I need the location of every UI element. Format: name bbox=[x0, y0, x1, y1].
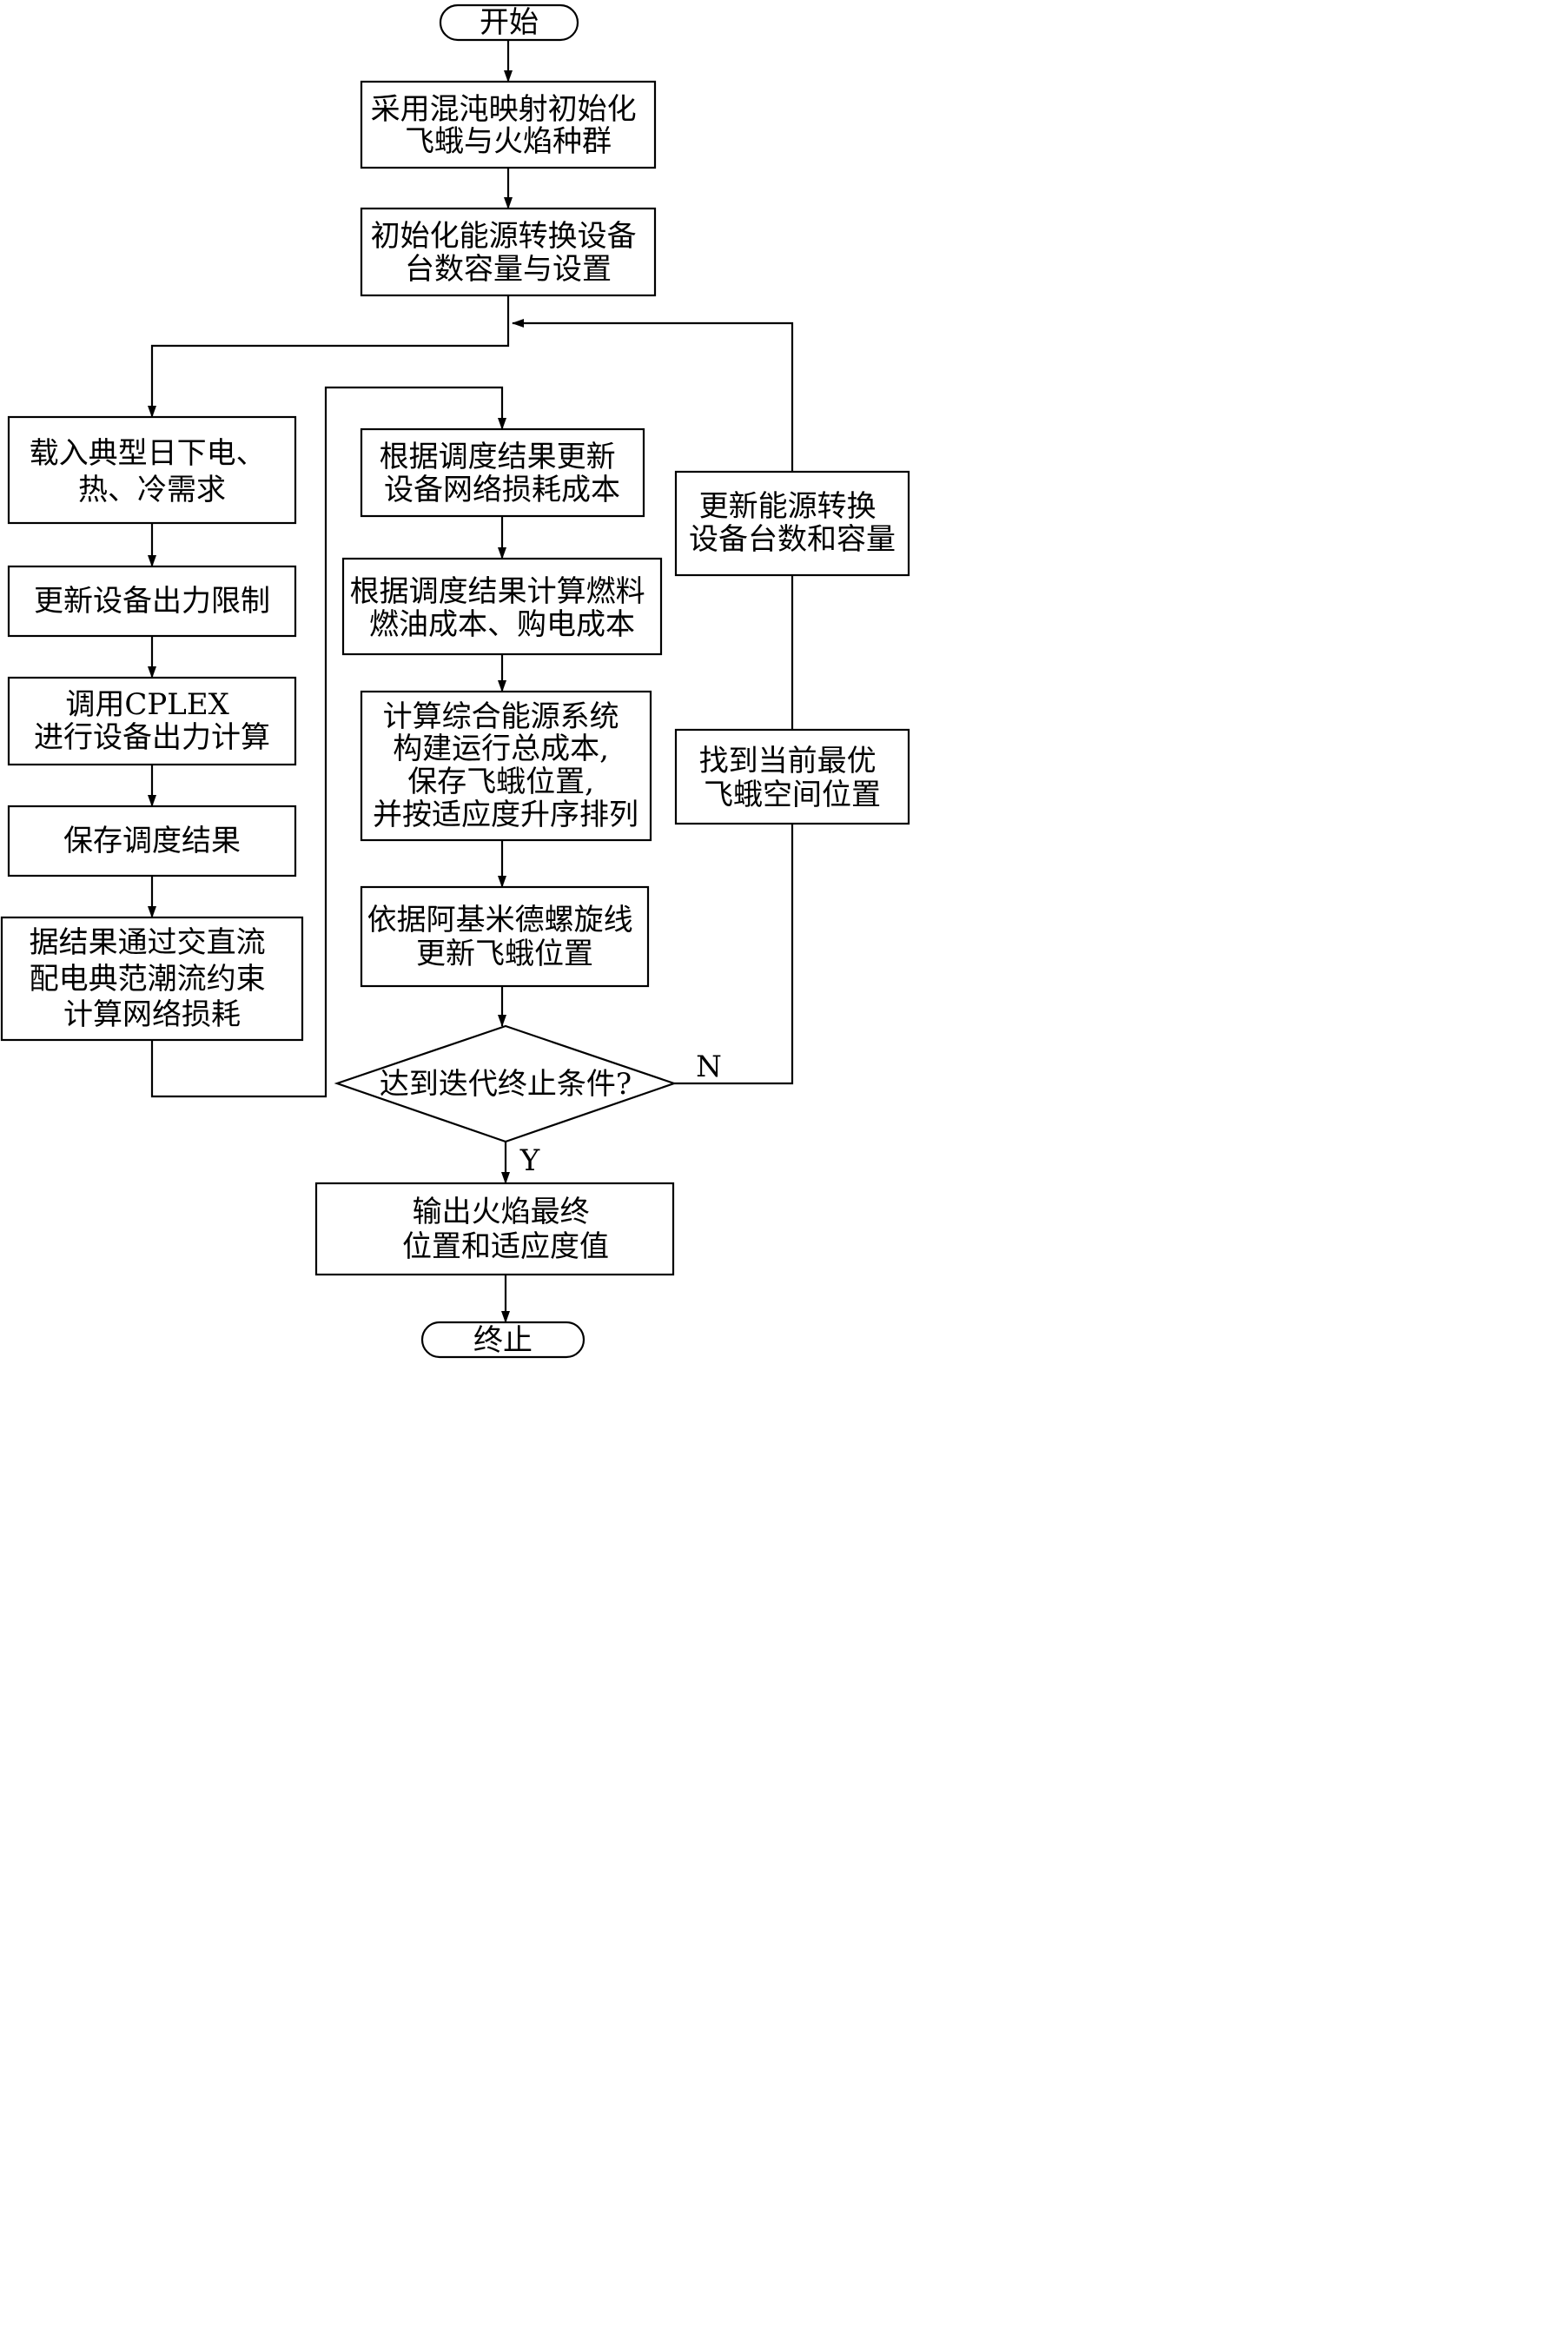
load-demand-text: 载入典型日下电、 热、冷需求 bbox=[30, 427, 275, 507]
end-label: 终止 bbox=[473, 1323, 533, 1358]
update-limits-box bbox=[7, 565, 297, 638]
update-limits-text: 更新设备出力限制 bbox=[34, 584, 270, 619]
update-device-count-text: 更新能源转换 设备台数和容量 bbox=[689, 480, 896, 557]
call-cplex-text: 调用CPLEX 进行设备出力计算 bbox=[34, 678, 270, 755]
connectors bbox=[148, 40, 794, 1323]
start-terminal bbox=[439, 3, 579, 42]
arrow-update-device-count-loop-back bbox=[512, 319, 794, 472]
network-loss-text: 据结果通过交直流 配电典范潮流约束 计算网络损耗 bbox=[30, 916, 275, 1032]
update-moth-text: 依据阿基米德螺旋线 更新飞蛾位置 bbox=[367, 893, 643, 971]
init-devices-box bbox=[360, 207, 657, 297]
find-best-moth-text: 找到当前最优 飞蛾空间位置 bbox=[699, 734, 886, 812]
fuel-cost-box bbox=[341, 557, 663, 656]
arrow-network-loss-to-update-loss-cost bbox=[150, 386, 506, 1098]
output-result-text: 输出火焰最终 位置和适应度值 bbox=[402, 1185, 609, 1264]
update-moth-box bbox=[360, 885, 650, 988]
total-cost-text: 计算综合能源系统 构建运行总成本, 保存飞蛾位置, 并按适应度升序排列 bbox=[373, 690, 638, 832]
init-population-box bbox=[360, 80, 657, 169]
termination-check-label: 达到迭代终止条件? bbox=[380, 1067, 632, 1102]
network-loss-box bbox=[0, 916, 304, 1042]
output-result-box bbox=[314, 1182, 675, 1276]
init-population-text: 采用混沌映射初始化 飞蛾与火焰种群 bbox=[371, 83, 646, 159]
call-cplex-box bbox=[7, 676, 297, 766]
update-loss-cost-box bbox=[360, 427, 645, 518]
arrow-termination-no-to-find-best bbox=[674, 824, 794, 1085]
save-dispatch-box bbox=[7, 805, 297, 877]
arrow-init-devices-to-load-demand bbox=[148, 295, 510, 418]
branch-yes-label: Y bbox=[519, 1143, 540, 1178]
end-terminal bbox=[420, 1321, 586, 1359]
start-label: 开始 bbox=[480, 5, 539, 40]
termination-decision bbox=[334, 1024, 678, 1143]
update-device-count-box bbox=[674, 470, 910, 577]
find-best-moth-box bbox=[674, 728, 910, 825]
flowchart: 开始 采用混沌映射初始化 飞蛾与火焰种群 初始化能源转换设备 台数容量与设置 载… bbox=[0, 3, 910, 1359]
init-devices-text: 初始化能源转换设备 台数容量与设置 bbox=[371, 209, 646, 287]
branch-no-label: N bbox=[696, 1050, 722, 1084]
fuel-cost-text: 根据调度结果计算燃料 燃油成本、购电成本 bbox=[350, 565, 655, 642]
load-demand-box bbox=[7, 415, 297, 525]
save-dispatch-text: 保存调度结果 bbox=[63, 824, 241, 858]
total-cost-box bbox=[360, 690, 652, 842]
update-loss-cost-text: 根据调度结果更新 设备网络损耗成本 bbox=[380, 430, 625, 507]
